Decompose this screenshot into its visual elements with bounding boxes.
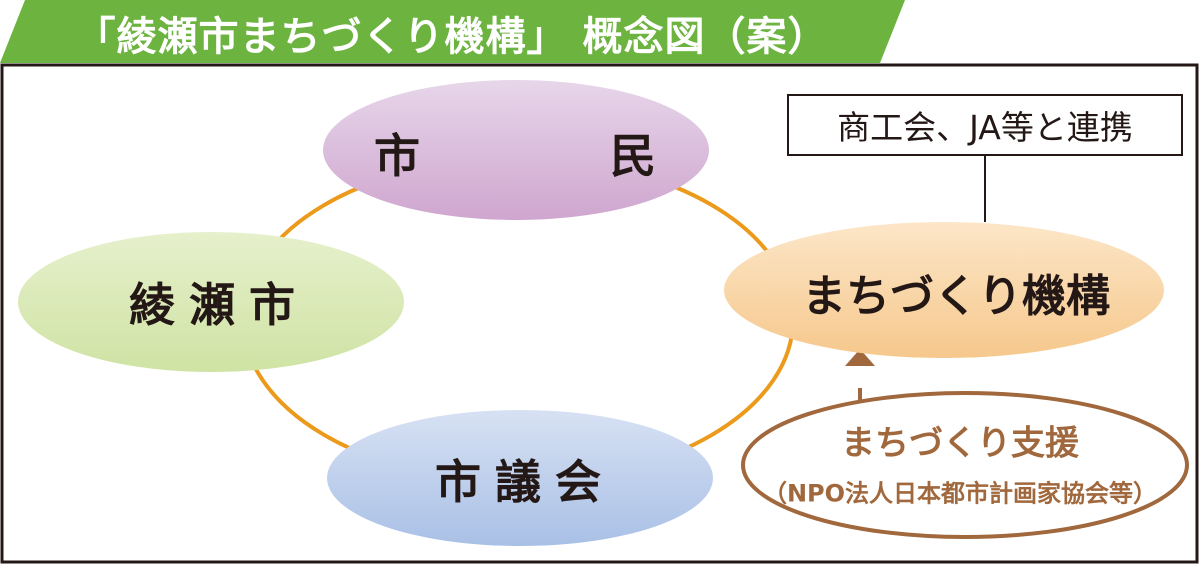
title-banner xyxy=(0,0,905,63)
node-citizen xyxy=(323,80,709,220)
label-organization: まちづくり機構 xyxy=(802,271,1110,322)
support-subtitle: （NPO法人日本都市計画家協会等） xyxy=(762,479,1158,508)
support-ellipse xyxy=(741,391,1189,539)
support-arrow-head xyxy=(845,349,875,366)
page-title: 「綾瀬市まちづくり機構」 概念図（案） xyxy=(75,14,829,60)
support-title: まちづくり支援 xyxy=(841,423,1079,464)
label-citizen: 市 民 xyxy=(374,129,728,183)
node-council xyxy=(327,410,713,546)
node-city xyxy=(18,232,404,372)
partner-box: 商工会、JA等と連携 xyxy=(787,94,1183,156)
node-organization xyxy=(724,222,1164,358)
label-council: 市議会 xyxy=(435,455,615,509)
label-city: 綾瀬市 xyxy=(129,278,309,332)
